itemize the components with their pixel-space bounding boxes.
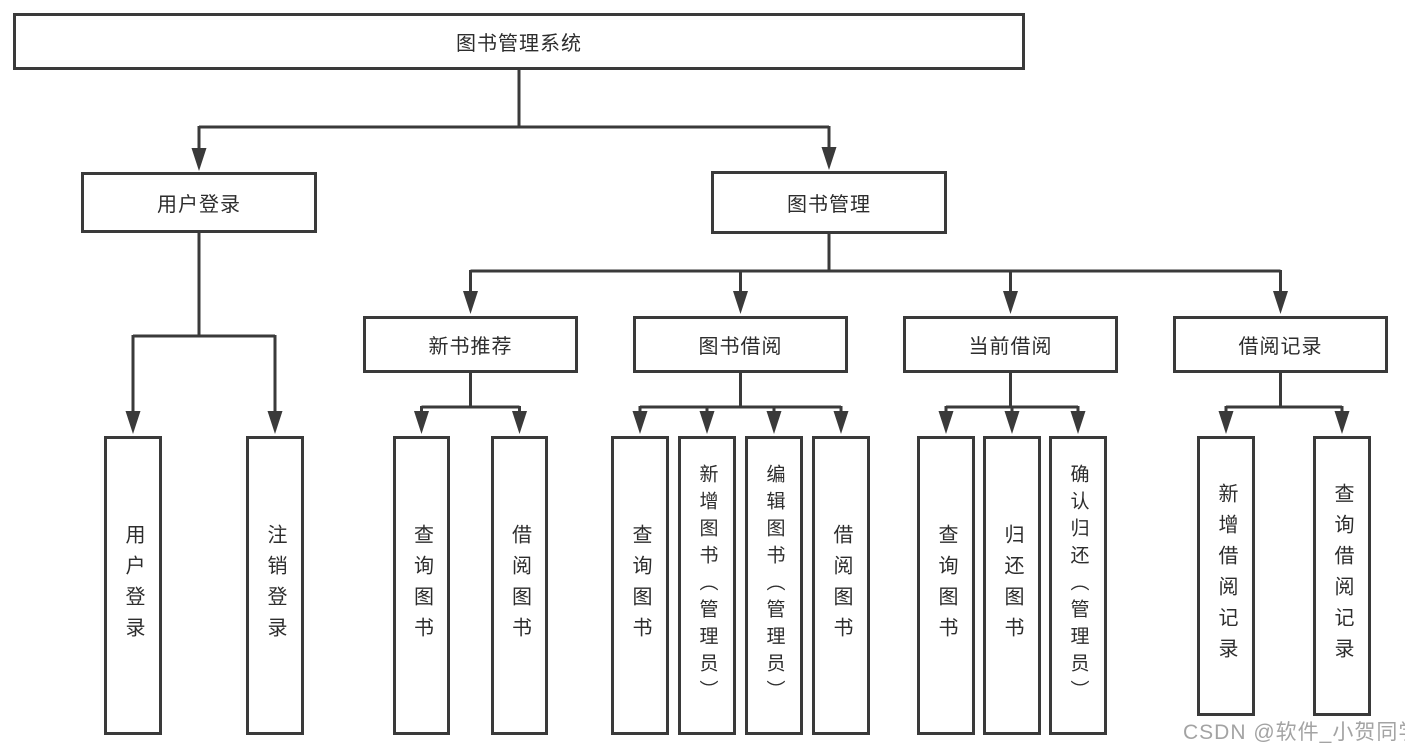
leaf-query-books-recommend-label: 查询图书 [410, 523, 433, 648]
node-book-borrow: 图书借阅 [633, 316, 848, 373]
leaf-user-login: 用户登录 [104, 436, 162, 735]
node-user-login-label: 用户登录 [157, 194, 241, 216]
node-new-book-recommend: 新书推荐 [363, 316, 578, 373]
node-user-login: 用户登录 [81, 172, 317, 233]
node-book-borrow-label: 图书借阅 [698, 336, 783, 358]
node-current-borrow-label: 当前借阅 [968, 336, 1053, 358]
leaf-query-borrow-record: 查询借阅记录 [1313, 436, 1371, 716]
node-book-management-label: 图书管理 [787, 194, 871, 216]
node-root-system-label: 图书管理系统 [456, 33, 582, 55]
node-new-book-recommend-label: 新书推荐 [428, 336, 513, 358]
leaf-query-books-recommend: 查询图书 [393, 436, 450, 735]
leaf-query-books-current: 查询图书 [917, 436, 975, 735]
node-borrow-records: 借阅记录 [1173, 316, 1388, 373]
leaf-add-borrow-record-label: 新增借阅记录 [1215, 483, 1237, 669]
node-current-borrow: 当前借阅 [903, 316, 1118, 373]
leaf-edit-books-admin: 编辑图书（管理员） [745, 436, 803, 735]
leaf-borrow-books-recommend: 借阅图书 [491, 436, 548, 735]
csdn-watermark: CSDN @软件_小贺同学 [1183, 721, 1405, 744]
leaf-logout-label: 注销登录 [264, 523, 286, 648]
leaf-query-books-borrow-label: 查询图书 [629, 523, 651, 648]
leaf-add-books-admin-label: 新增图书（管理员） [696, 464, 718, 707]
leaf-query-borrow-record-label: 查询借阅记录 [1331, 483, 1353, 669]
leaf-return-books: 归还图书 [983, 436, 1041, 735]
node-borrow-records-label: 借阅记录 [1238, 336, 1323, 358]
leaf-confirm-return-admin: 确认归还（管理员） [1049, 436, 1107, 735]
leaf-confirm-return-admin-label: 确认归还（管理员） [1067, 464, 1089, 707]
leaf-user-login-label: 用户登录 [122, 523, 144, 648]
leaf-borrow-books-recommend-label: 借阅图书 [508, 523, 531, 648]
leaf-borrow-books-label: 借阅图书 [830, 523, 852, 648]
leaf-add-borrow-record: 新增借阅记录 [1197, 436, 1255, 716]
leaf-query-books-current-label: 查询图书 [935, 523, 957, 648]
node-root-system: 图书管理系统 [13, 13, 1025, 70]
node-book-management: 图书管理 [711, 171, 947, 234]
leaf-logout: 注销登录 [246, 436, 304, 735]
leaf-borrow-books: 借阅图书 [812, 436, 870, 735]
leaf-edit-books-admin-label: 编辑图书（管理员） [763, 464, 785, 707]
leaf-return-books-label: 归还图书 [1001, 523, 1023, 648]
leaf-query-books-borrow: 查询图书 [611, 436, 669, 735]
leaf-add-books-admin: 新增图书（管理员） [678, 436, 736, 735]
